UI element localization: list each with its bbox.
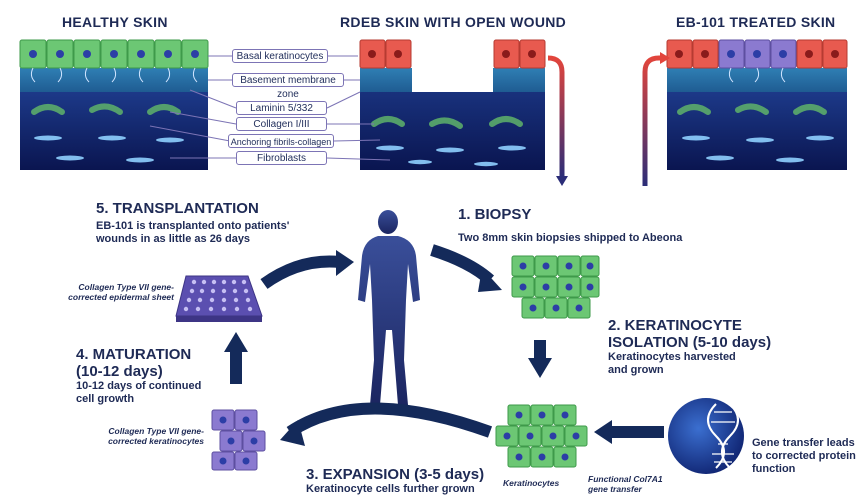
cycle-arrows <box>230 244 664 438</box>
step-title-line2: (10-12 days) <box>76 363 163 380</box>
step-maturation: 4. MATURATION (10-12 days) 10-12 days of… <box>76 346 236 406</box>
step-body: Keratinocytes harvested and grown <box>608 351 736 376</box>
step-title-line1: 2. KERATINOCYTE <box>608 317 742 334</box>
panel-title-treated: EB-101 TREATED SKIN <box>676 14 836 30</box>
legend-connectors <box>149 55 391 161</box>
legend-laminin: Laminin 5/332 <box>236 101 327 115</box>
step-transplantation: 5. TRANSPLANTATION EB-101 is transplante… <box>96 200 326 246</box>
step-title-line1: 4. MATURATION <box>76 346 192 363</box>
legend-label: Basal keratinocytes <box>232 49 328 63</box>
step-body: Two 8mm skin biopsies shipped to Abeona <box>458 232 683 244</box>
caption-col7a1-transfer: Functional Col7A1 gene transfer <box>588 474 663 494</box>
step-title: 1. BIOPSY <box>458 206 532 223</box>
expansion-cells <box>495 404 588 468</box>
legend-basement-membrane: Basement membrane zone <box>232 73 344 100</box>
legend-label: Basement membrane zone <box>232 73 344 100</box>
legend-label: Anchoring fibrils-collagen VII <box>228 134 334 161</box>
dna-icon <box>668 398 744 474</box>
human-figure-icon <box>358 210 420 405</box>
step-expansion: 3. EXPANSION (3-5 days) Keratinocyte cel… <box>306 466 546 496</box>
legend-label: Fibroblasts <box>236 151 327 165</box>
skin-panels-illustration <box>19 39 848 186</box>
legend-label: Laminin 5/332 <box>236 101 327 115</box>
step-title: 3. EXPANSION (3-5 days) <box>306 466 485 483</box>
legend-basal-keratinocytes: Basal keratinocytes <box>232 49 328 63</box>
rdeb-skin-panel <box>359 39 568 186</box>
step-isolation: 2. KERATINOCYTE ISOLATION (5-10 days) Ke… <box>608 317 808 377</box>
treated-skin-panel <box>642 39 848 186</box>
step-title: 5. TRANSPLANTATION <box>96 200 259 217</box>
step-biopsy: 1. BIOPSY Two 8mm skin biopsies shipped … <box>458 206 718 245</box>
step-body: 10-12 days of continued cell growth <box>76 380 202 405</box>
step-body: Keratinocyte cells further grown <box>306 483 475 495</box>
caption-corrected-keratinocytes: Collagen Type VII gene-corrected keratin… <box>108 426 204 446</box>
healthy-skin-panel <box>19 39 209 170</box>
panel-title-rdeb: RDEB SKIN WITH OPEN WOUND <box>340 14 567 30</box>
legend-anchoring-fibrils: Anchoring fibrils-collagen VII <box>228 134 334 161</box>
caption-epidermal-sheet: Collagen Type VII gene-corrected epiderm… <box>68 282 174 302</box>
biopsy-cells <box>511 255 600 319</box>
corrected-keratinocyte-cells <box>211 409 266 471</box>
step-title-line2: ISOLATION (5-10 days) <box>608 334 772 351</box>
legend-collagen: Collagen I/III <box>236 117 327 131</box>
legend-fibroblasts: Fibroblasts <box>236 151 327 165</box>
epidermal-sheet-icon <box>175 275 263 322</box>
caption-gene-transfer: Gene transfer leads to corrected protein… <box>752 437 856 475</box>
caption-keratinocytes: Keratinocytes <box>503 478 560 488</box>
panel-title-healthy: HEALTHY SKIN <box>62 14 168 30</box>
legend-label: Collagen I/III <box>236 117 327 131</box>
step-body: EB-101 is transplanted onto patients' wo… <box>96 220 290 245</box>
